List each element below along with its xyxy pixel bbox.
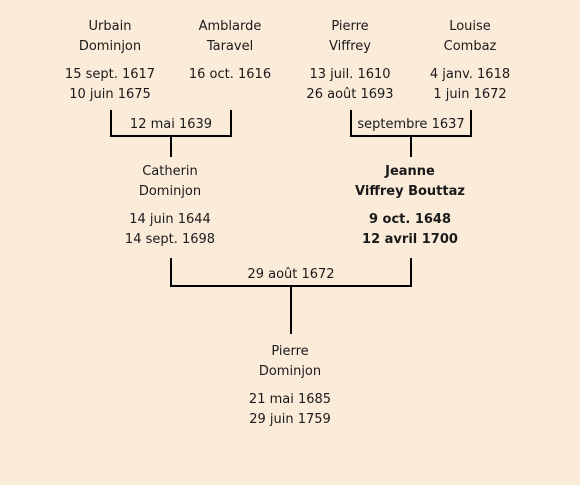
last-name: Viffrey [329, 39, 371, 54]
birth-date: 21 mai 1685 [248, 392, 332, 407]
connector-down [290, 287, 292, 334]
connector-horizontal [350, 135, 472, 137]
last-name: Taravel [206, 39, 254, 54]
birth-date: 14 juin 1644 [129, 212, 211, 227]
person-pierre-viffrey: Pierre Viffrey 13 juil. 1610 26 août 169… [285, 17, 415, 105]
first-name: Jeanne [385, 164, 435, 179]
birth-date: 16 oct. 1616 [188, 67, 272, 82]
connector-horizontal [110, 135, 232, 137]
last-name: Viffrey Bouttaz [355, 184, 465, 199]
last-name: Dominjon [138, 184, 202, 199]
first-name: Urbain [88, 19, 132, 34]
connector-right-vertical [230, 110, 232, 137]
person-jeanne-viffrey-bouttaz: Jeanne Viffrey Bouttaz 9 oct. 1648 12 av… [345, 162, 475, 250]
last-name: Combaz [443, 39, 497, 54]
connector-down [170, 137, 172, 157]
death-date: 12 avril 1700 [362, 232, 458, 247]
birth-date: 13 juil. 1610 [309, 67, 391, 82]
death-date: 14 sept. 1698 [124, 232, 216, 247]
death-date: 26 août 1693 [306, 87, 394, 102]
birth-date: 15 sept. 1617 [64, 67, 156, 82]
connector-down [410, 137, 412, 157]
first-name: Pierre [331, 19, 369, 34]
first-name: Louise [449, 19, 491, 34]
person-pierre-dominjon: Pierre Dominjon 21 mai 1685 29 juin 1759 [225, 342, 355, 430]
connector-left-vertical [110, 110, 112, 137]
first-name: Pierre [271, 344, 309, 359]
death-date: 10 juin 1675 [69, 87, 151, 102]
death-date: 29 juin 1759 [249, 412, 331, 427]
person-amblarde-taravel: Amblarde Taravel 16 oct. 1616 [165, 17, 295, 85]
last-name: Dominjon [258, 364, 322, 379]
birth-date: 4 janv. 1618 [429, 67, 511, 82]
marriage-date-urbain-amblarde: 12 mai 1639 [129, 117, 213, 132]
death-date: 1 juin 1672 [433, 87, 507, 102]
birth-date: 9 oct. 1648 [368, 212, 452, 227]
last-name: Dominjon [78, 39, 142, 54]
connector-right-vertical [410, 258, 412, 287]
marriage-date-pierre-louise: septembre 1637 [357, 117, 465, 132]
connector-left-vertical [170, 258, 172, 287]
person-urbain-dominjon: Urbain Dominjon 15 sept. 1617 10 juin 16… [45, 17, 175, 105]
connector-left-vertical [350, 110, 352, 137]
person-louise-combaz: Louise Combaz 4 janv. 1618 1 juin 1672 [405, 17, 535, 105]
connector-horizontal [170, 285, 412, 287]
connector-right-vertical [470, 110, 472, 137]
first-name: Catherin [142, 164, 198, 179]
first-name: Amblarde [198, 19, 262, 34]
person-catherin-dominjon: Catherin Dominjon 14 juin 1644 14 sept. … [105, 162, 235, 250]
marriage-date-catherin-jeanne: 29 août 1672 [247, 267, 335, 282]
